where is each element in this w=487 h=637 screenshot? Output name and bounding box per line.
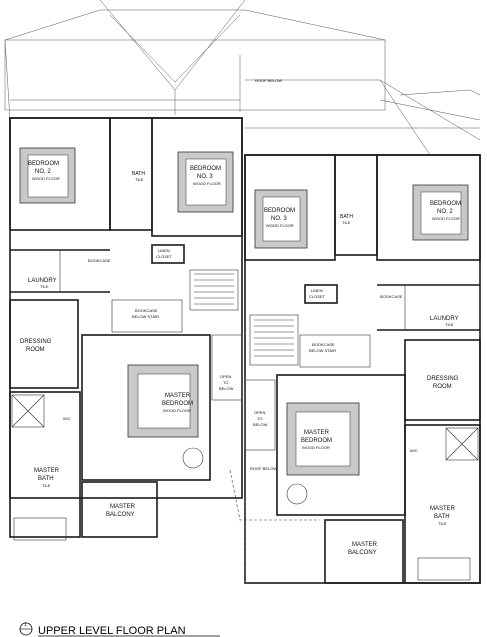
room-label: ROOM [433, 384, 452, 390]
room-label: NO. 2 [437, 209, 453, 215]
floor-label: TILE [40, 284, 49, 289]
room-label: BEDROOM [28, 161, 59, 167]
room-label: BALCONY [348, 550, 377, 556]
room-label: LAUNDRY [430, 316, 459, 322]
room-label: BEDROOM [162, 401, 193, 407]
unit-b-walls [244, 154, 481, 584]
room-label: NO. 2 [35, 169, 51, 175]
floor-label: WOOD FLOOR [163, 408, 191, 413]
drawing-number: 1 [24, 622, 27, 628]
room-label: CLOSET [309, 294, 326, 299]
room-label: MASTER [304, 430, 330, 436]
room-label: BOOKCASE [312, 342, 335, 347]
unit-b-stair [254, 319, 294, 357]
room-label: LAUNDRY [28, 278, 57, 284]
floor-label: TILE [438, 521, 447, 526]
room-label: BATH [340, 214, 353, 220]
room-label: MASTER [110, 504, 136, 510]
floor-label: TILE [342, 220, 351, 225]
room-label: LINEN [158, 248, 170, 253]
room-label: NO. 3 [197, 174, 213, 180]
roof-below-label: ROOF BELOW [250, 466, 277, 471]
room-label: NO. 3 [271, 216, 287, 222]
room-label: OPEN [220, 374, 231, 379]
room-label: BEDROOM [430, 201, 461, 207]
unit-a-walls [9, 117, 243, 541]
room-label: BELOW STAIR [132, 314, 159, 319]
room-label: MASTER [34, 468, 60, 474]
room-label: MASTER [352, 542, 378, 548]
floor-label: TILE [42, 483, 51, 488]
unit-a-stair [194, 273, 234, 305]
room-label: BEDROOM [301, 438, 332, 444]
room-label: W/C [63, 416, 71, 421]
labels: ROOF BELOW ROOF BELOW BEDROOM NO. 2 WOOD… [20, 78, 461, 556]
floor-label: TILE [445, 322, 454, 327]
room-label: BELOW [253, 422, 268, 427]
floor-label: TILE [135, 177, 144, 182]
floor-label: WOOD FLOOR [432, 216, 460, 221]
room-label: MASTER [165, 393, 191, 399]
room-label: BEDROOM [190, 166, 221, 172]
title-block: 1 UPPER LEVEL FLOOR PLAN [19, 622, 220, 637]
floor-label: WOOD FLOOR [302, 445, 330, 450]
page-title: UPPER LEVEL FLOOR PLAN [38, 625, 186, 637]
room-label: ROOM [26, 347, 45, 353]
roof-below-dashes [229, 469, 320, 585]
room-label: TO [223, 380, 228, 385]
room-label: DRESSING [427, 376, 459, 382]
room-label: BELOW STAIR [309, 348, 336, 353]
room-label: W/C [410, 448, 418, 453]
room-label: BEDROOM [264, 208, 295, 214]
room-label: BATH [132, 171, 145, 177]
room-label: BOOKCASE [380, 294, 403, 299]
room-label: CLOSET [156, 254, 173, 259]
floor-label: WOOD FLOOR [266, 223, 294, 228]
room-label: TO [257, 416, 262, 421]
room-label: BATH [38, 476, 54, 482]
room-label: BELOW [219, 386, 234, 391]
room-label: BOOKCASE [135, 308, 158, 313]
floor-label: WOOD FLOOR [193, 181, 221, 186]
room-label: MASTER [430, 506, 456, 512]
room-label: DRESSING [20, 339, 52, 345]
roof-below-label: ROOF BELOW [255, 78, 282, 83]
room-label: OPEN [254, 410, 265, 415]
room-label: BOOKCASE [88, 258, 111, 263]
room-label: BALCONY [106, 512, 135, 518]
room-label: BATH [434, 514, 450, 520]
floor-label: WOOD FLOOR [32, 176, 60, 181]
room-label: LINEN [311, 288, 323, 293]
roof-outline [4, 0, 481, 156]
